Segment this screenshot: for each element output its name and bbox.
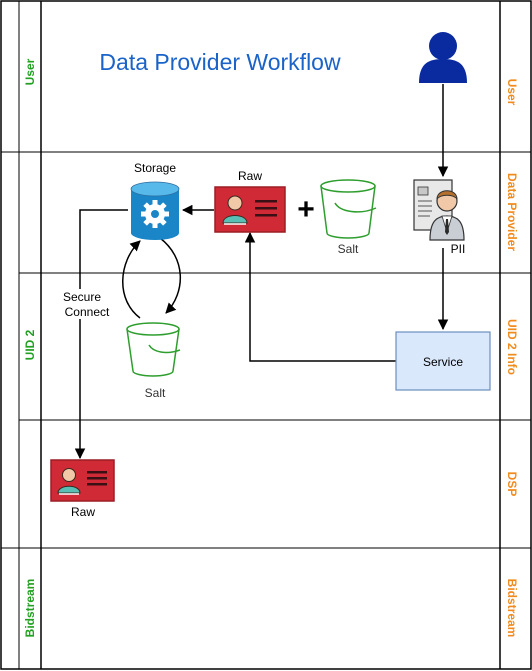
businessman-document-icon (413, 179, 465, 241)
edges (74, 84, 449, 460)
salt-top-label: Salt (338, 242, 359, 256)
edge-label-secure: Secure (63, 290, 101, 304)
lane-label-right-user: User (505, 79, 519, 106)
plus-sign: + (297, 193, 315, 226)
bucket-icon (320, 179, 377, 239)
lane-label-left-user: User (23, 58, 37, 85)
edge-service-to-raw (244, 231, 396, 362)
service-label: Service (423, 355, 463, 369)
lane-label-right-dsp: DSP (505, 472, 519, 497)
id-card-icon (50, 459, 115, 502)
edge-label-connect: Connect (65, 305, 110, 319)
diagram-title: Data Provider Workflow (99, 49, 341, 75)
pii-label: PII (451, 242, 466, 256)
database-gear-icon (130, 181, 180, 240)
lane-label-right-bidstream: Bidstream (505, 579, 519, 638)
lane-label-right-uid2-info: UID 2 Info (505, 319, 519, 375)
lane-label-right-data-provider: Data Provider (505, 173, 519, 251)
lane-label-left-bidstream: Bidstream (23, 579, 37, 638)
salt-mid-label: Salt (145, 386, 166, 400)
bucket-icon (126, 322, 181, 377)
user-silhouette-icon (419, 32, 467, 83)
raw-bottom-label: Raw (71, 505, 95, 519)
raw-top-label: Raw (238, 169, 262, 183)
edge-salt-to-storage (122, 240, 141, 319)
id-card-icon (214, 186, 286, 233)
service-box (395, 331, 491, 391)
storage-label: Storage (134, 161, 176, 175)
lane-label-left-uid2: UID 2 (23, 329, 37, 360)
edge-storage-to-salt (159, 237, 181, 314)
edge-storage-to-dsp-raw (74, 209, 128, 460)
